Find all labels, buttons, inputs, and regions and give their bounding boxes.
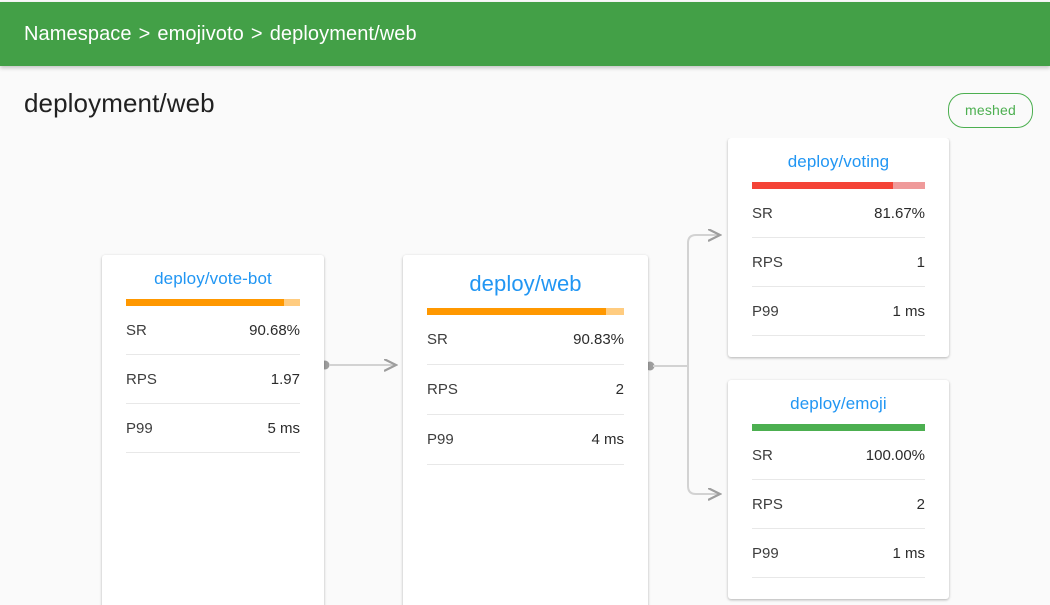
node-metrics: SR 100.00% RPS 2 P99 1 ms <box>728 431 949 578</box>
node-card-vote-bot[interactable]: deploy/vote-bot SR 90.68% RPS 1.97 P99 5… <box>102 255 324 605</box>
node-title[interactable]: deploy/vote-bot <box>154 269 272 288</box>
metric-label: SR <box>752 204 773 222</box>
metric-row-sr: SR 100.00% <box>752 431 925 480</box>
metric-row-rps: RPS 1.97 <box>126 355 300 404</box>
metric-row-sr: SR 90.68% <box>126 306 300 355</box>
metric-value: 90.68% <box>249 321 300 339</box>
metric-value: 5 ms <box>267 419 300 437</box>
breadcrumb-item-emojivoto[interactable]: emojivoto <box>157 22 244 45</box>
success-rate-bar <box>752 424 925 431</box>
metric-value: 1 ms <box>892 302 925 320</box>
page-title: deployment/web <box>24 88 215 118</box>
breadcrumb-separator: > <box>250 22 263 45</box>
metric-row-p99: P99 1 ms <box>752 287 925 336</box>
metric-label: P99 <box>427 431 454 448</box>
node-metrics: SR 90.83% RPS 2 P99 4 ms <box>403 315 648 465</box>
metric-value: 1.97 <box>270 370 300 388</box>
breadcrumb-item-namespace[interactable]: Namespace <box>24 22 132 45</box>
node-title[interactable]: deploy/web <box>469 271 582 296</box>
metric-value: 90.83% <box>573 331 624 348</box>
metric-value: 2 <box>916 495 925 513</box>
node-card-voting[interactable]: deploy/voting SR 81.67% RPS 1 P99 1 ms <box>728 138 949 357</box>
metric-label: RPS <box>752 253 783 271</box>
metric-row-rps: RPS 1 <box>752 238 925 287</box>
metric-label: P99 <box>752 544 779 562</box>
metric-row-sr: SR 90.83% <box>427 315 624 365</box>
metric-row-sr: SR 81.67% <box>752 189 925 238</box>
metric-value: 100.00% <box>865 446 925 464</box>
breadcrumb-item-current: deployment/web <box>269 22 417 45</box>
metric-value: 4 ms <box>591 431 624 448</box>
metric-row-p99: P99 4 ms <box>427 415 624 465</box>
breadcrumb-bar: Namespace > emojivoto > deployment/web <box>0 2 1050 66</box>
success-rate-bar-fill <box>427 308 606 315</box>
metric-label: SR <box>126 321 147 339</box>
edge-votebot-to-web <box>320 361 397 370</box>
node-metrics: SR 90.68% RPS 1.97 P99 5 ms <box>102 306 324 453</box>
success-rate-bar <box>427 308 624 315</box>
metric-label: SR <box>752 446 773 464</box>
success-rate-bar-fill <box>752 182 894 189</box>
node-title[interactable]: deploy/emoji <box>790 394 887 413</box>
metric-row-p99: P99 5 ms <box>126 404 300 453</box>
topology-canvas: deploy/vote-bot SR 90.68% RPS 1.97 P99 5… <box>0 138 1050 605</box>
breadcrumb: Namespace > emojivoto > deployment/web <box>24 2 417 66</box>
metric-row-rps: RPS 2 <box>752 480 925 529</box>
metric-value: 2 <box>615 381 624 398</box>
page-header: deployment/web meshed <box>0 66 1050 138</box>
metric-value: 81.67% <box>874 204 925 222</box>
node-title[interactable]: deploy/voting <box>787 152 890 171</box>
metric-label: RPS <box>126 370 157 388</box>
metric-value: 1 ms <box>892 544 925 562</box>
metric-label: RPS <box>427 381 458 398</box>
node-card-web[interactable]: deploy/web SR 90.83% RPS 2 P99 4 ms <box>403 255 648 605</box>
metric-label: SR <box>427 331 448 348</box>
success-rate-bar <box>752 182 925 189</box>
metric-value: 1 <box>916 253 925 271</box>
edge-web-branch <box>645 361 688 371</box>
metric-row-p99: P99 1 ms <box>752 529 925 578</box>
metric-label: P99 <box>126 419 153 437</box>
metric-label: P99 <box>752 302 779 320</box>
breadcrumb-separator: > <box>138 22 151 45</box>
node-metrics: SR 81.67% RPS 1 P99 1 ms <box>728 189 949 336</box>
metric-row-rps: RPS 2 <box>427 365 624 415</box>
success-rate-bar-fill <box>126 299 284 306</box>
edge-web-to-emoji <box>687 366 720 494</box>
metric-label: RPS <box>752 495 783 513</box>
status-badge-meshed: meshed <box>947 93 1033 128</box>
edge-web-to-voting <box>687 235 720 366</box>
success-rate-bar <box>126 299 300 306</box>
success-rate-bar-fill <box>752 424 925 431</box>
node-card-emoji[interactable]: deploy/emoji SR 100.00% RPS 2 P99 1 ms <box>728 380 949 599</box>
